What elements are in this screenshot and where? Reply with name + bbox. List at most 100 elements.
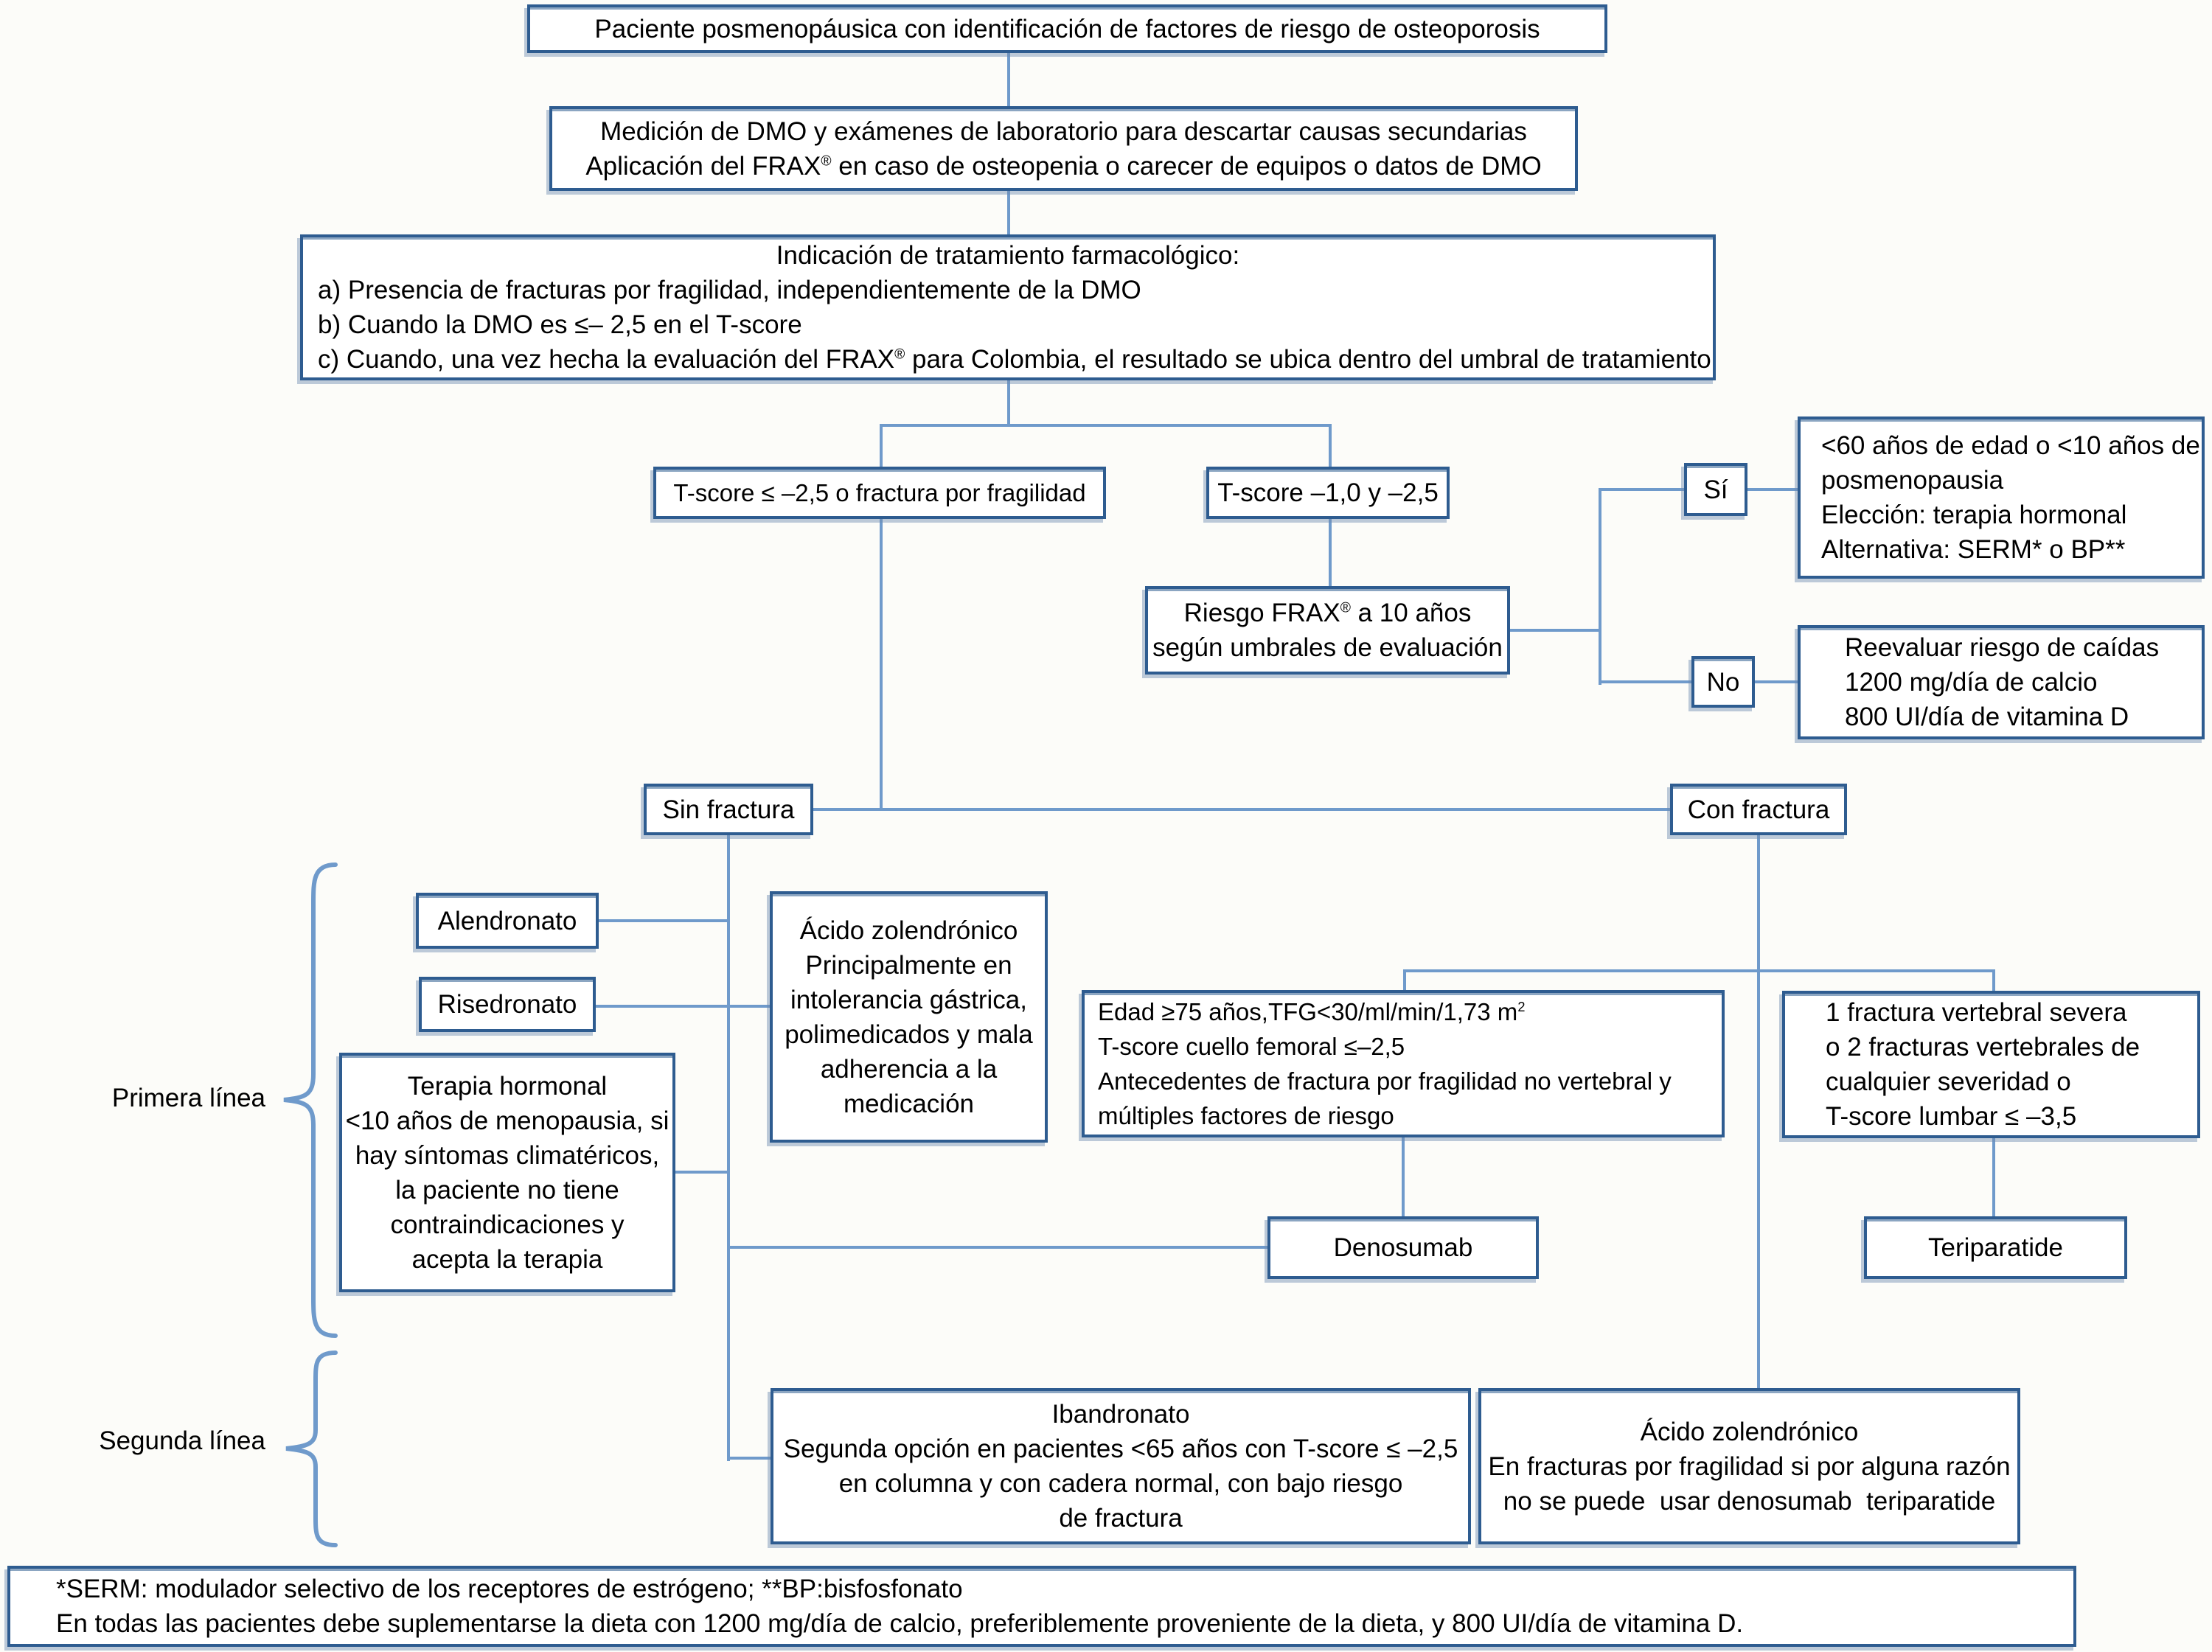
text-line: múltiples factores de riesgo bbox=[1098, 1102, 1394, 1129]
text-line: la paciente no tiene bbox=[395, 1175, 619, 1205]
text-line: 800 UI/día de vitamina D bbox=[1845, 703, 2129, 731]
connector-line bbox=[1599, 488, 1686, 491]
text-line: Risedronato bbox=[437, 990, 577, 1019]
registered-mark: ® bbox=[1340, 600, 1351, 616]
text-line: 1200 mg/día de calcio bbox=[1845, 668, 2098, 697]
text-line: Antecedentes de fractura por fragilidad … bbox=[1098, 1067, 1672, 1095]
text-line: Teriparatide bbox=[1928, 1233, 2063, 1262]
superscript-2: 2 bbox=[1517, 1000, 1526, 1014]
connector-line bbox=[674, 1171, 730, 1174]
box-con-fractura: Con fractura bbox=[1670, 784, 1847, 835]
box-eleccion-terapia-hormonal: <60 años de edad o <10 años de posmenopa… bbox=[1798, 417, 2205, 579]
connector-line bbox=[727, 834, 730, 1461]
box-medicion-dmo: Medición de DMO y exámenes de laboratori… bbox=[549, 106, 1578, 191]
box-alendronato: Alendronato bbox=[416, 893, 599, 949]
text-line: no se puede usar denosumab teriparatide bbox=[1503, 1486, 1996, 1516]
text-line: En fracturas por fragilidad si por algun… bbox=[1488, 1451, 2011, 1481]
label-segunda-linea: Segunda línea bbox=[99, 1426, 265, 1455]
connector-line bbox=[1329, 517, 1332, 588]
text-line: según umbrales de evaluación bbox=[1152, 633, 1503, 662]
text-line: T-score cuello femoral ≤–2,5 bbox=[1098, 1033, 1405, 1060]
connector-line bbox=[1402, 1136, 1405, 1218]
box-terapia-hormonal: Terapia hormonal <10 años de menopausia,… bbox=[339, 1053, 675, 1292]
box-tscore-intermedio: T-score –1,0 y –2,5 bbox=[1206, 467, 1450, 519]
label-primera-linea: Primera línea bbox=[111, 1084, 265, 1112]
box-risedronato: Risedronato bbox=[419, 977, 596, 1032]
text-line: Paciente posmenopáusica con identificaci… bbox=[594, 14, 1540, 43]
text-line: *SERM: modulador selectivo de los recept… bbox=[56, 1575, 963, 1603]
connector-line bbox=[1007, 189, 1010, 237]
text-line: medicación bbox=[843, 1089, 975, 1118]
text-line: Reevaluar riesgo de caídas bbox=[1845, 633, 2160, 662]
text-line: adherencia a la bbox=[820, 1054, 998, 1084]
connector-line bbox=[880, 517, 883, 811]
text-line: a) Presencia de fracturas por fragilidad… bbox=[318, 276, 1141, 304]
box-indicacion-tratamiento: Indicación de tratamiento farmacológico:… bbox=[300, 234, 1716, 380]
box-no: No bbox=[1691, 656, 1755, 708]
text-line: T-score ≤ –2,5 o fractura por fragilidad bbox=[673, 479, 1086, 506]
text-line: <10 años de menopausia, si bbox=[345, 1106, 669, 1135]
box-riesgo-frax: Riesgo FRAX® a 10 años según umbrales de… bbox=[1145, 586, 1510, 675]
connector-line bbox=[812, 808, 1672, 811]
text-line: b) Cuando la DMO es ≤– 2,5 en el T-score bbox=[318, 310, 802, 339]
text-line: posmenopausia bbox=[1821, 466, 2004, 495]
text-line: Medición de DMO y exámenes de laboratori… bbox=[600, 116, 1527, 146]
box-tscore-bajo: T-score ≤ –2,5 o fractura por fragilidad bbox=[653, 467, 1106, 519]
box-teriparatide: Teriparatide bbox=[1864, 1216, 2127, 1279]
box-ibandronato: Ibandronato Segunda opción en pacientes … bbox=[771, 1388, 1471, 1544]
text-line: Ácido zolendrónico bbox=[1640, 1417, 1859, 1446]
text-line: intolerancia gástrica, bbox=[790, 985, 1027, 1014]
text-line: Sí bbox=[1703, 475, 1728, 504]
connector-line bbox=[1992, 1137, 1995, 1218]
text-line: Alternativa: SERM* o BP** bbox=[1821, 535, 2126, 564]
connector-line bbox=[1329, 424, 1332, 468]
text-line: En todas las pacientes debe suplementars… bbox=[56, 1609, 1744, 1638]
text-line: de fractura bbox=[1059, 1504, 1183, 1533]
text-line: acepta la terapia bbox=[411, 1244, 603, 1274]
text-line: polimedicados y mala bbox=[785, 1020, 1033, 1049]
text-line: Aplicación del FRAX® en caso de osteopen… bbox=[585, 151, 1542, 181]
connector-line bbox=[1403, 969, 1995, 972]
box-paciente-posmenopausica: Paciente posmenopáusica con identificaci… bbox=[527, 4, 1607, 53]
text-line: en columna y con cadera normal, con bajo… bbox=[838, 1469, 1403, 1498]
text-line: Principalmente en bbox=[805, 950, 1012, 980]
text-line: contraindicaciones y bbox=[390, 1210, 625, 1239]
connector-line bbox=[1992, 969, 1995, 992]
connector-line bbox=[1599, 680, 1693, 683]
text-line: T-score lumbar ≤ –3,5 bbox=[1826, 1102, 2077, 1131]
text-line: T-score –1,0 y –2,5 bbox=[1217, 478, 1439, 507]
connector-line bbox=[1752, 680, 1799, 683]
connector-line bbox=[1757, 834, 1760, 1390]
text-line: cualquier severidad o bbox=[1826, 1067, 2071, 1096]
connector-line bbox=[880, 424, 1332, 427]
text-line: o 2 fracturas vertebrales de bbox=[1826, 1033, 2140, 1062]
connector-line bbox=[597, 919, 730, 922]
registered-mark: ® bbox=[894, 346, 905, 363]
connector-line bbox=[1007, 379, 1010, 425]
text-line: Alendronato bbox=[437, 906, 577, 935]
text-line: Segunda opción en pacientes <65 años con… bbox=[783, 1435, 1458, 1463]
box-fractura-vertebral-criterios: 1 fractura vertebral severa o 2 fractura… bbox=[1782, 991, 2200, 1138]
text-line: <60 años de edad o <10 años de bbox=[1821, 431, 2200, 460]
box-reevaluar-riesgo: Reevaluar riesgo de caídas 1200 mg/día d… bbox=[1798, 625, 2205, 739]
primera-linea-brace bbox=[283, 862, 338, 1338]
text-line: Edad ≥75 años,TFG<30/ml/min/1,73 m2 bbox=[1098, 998, 1526, 1025]
segunda-linea-brace bbox=[285, 1350, 338, 1547]
registered-mark: ® bbox=[821, 153, 832, 169]
connector-line bbox=[728, 1246, 1269, 1249]
connector-line bbox=[1746, 488, 1799, 491]
text-line: 1 fractura vertebral severa bbox=[1826, 998, 2127, 1027]
text-line: Sin fractura bbox=[662, 795, 795, 824]
text-line: Terapia hormonal bbox=[407, 1071, 608, 1101]
connector-line bbox=[1599, 488, 1601, 685]
connector-line bbox=[1007, 52, 1010, 109]
text-line: Riesgo FRAX® a 10 años bbox=[1183, 599, 1472, 627]
connector-line bbox=[594, 1005, 771, 1008]
text-line: Ibandronato bbox=[1051, 1400, 1190, 1429]
connector-line bbox=[1509, 629, 1601, 632]
text-line: Con fractura bbox=[1687, 795, 1830, 824]
connector-line bbox=[880, 424, 883, 468]
text-line: Ácido zolendrónico bbox=[799, 916, 1018, 945]
box-acido-zolendronico-primera: Ácido zolendrónico Principalmente en int… bbox=[770, 891, 1048, 1143]
